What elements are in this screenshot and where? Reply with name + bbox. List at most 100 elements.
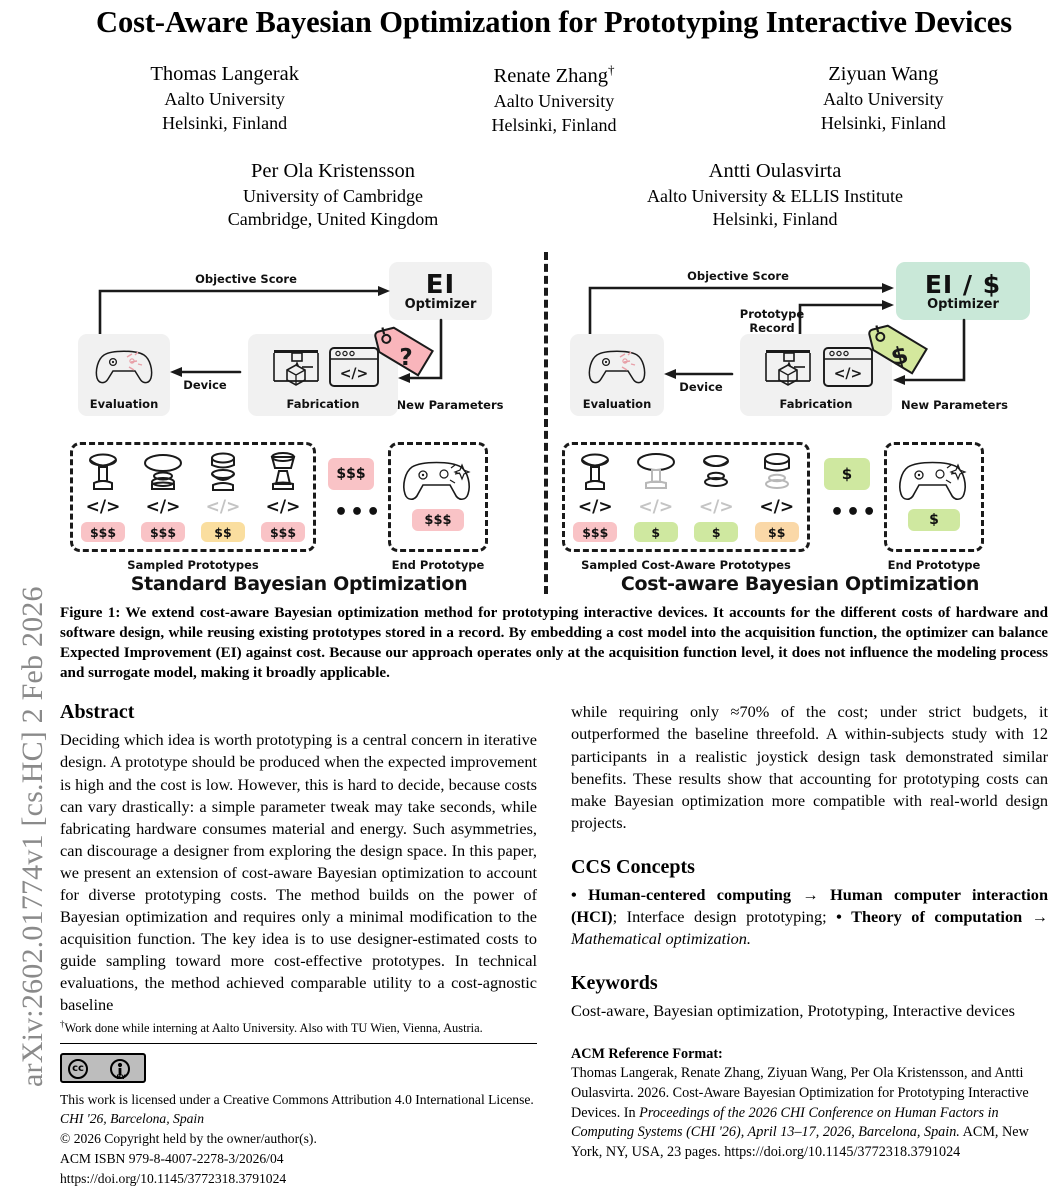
- fabrication-box-left: </> Fabrication: [248, 334, 398, 417]
- ellipsis-right: •••: [830, 500, 879, 526]
- footnote-area: †Work done while interning at Aalto Univ…: [60, 1019, 537, 1188]
- prototype-item: </> $: [686, 445, 747, 549]
- joystick-icon: [211, 452, 235, 492]
- left-column: Abstract Deciding which idea is worth pr…: [60, 701, 537, 1186]
- prototype-code-glyph: </>: [698, 497, 734, 518]
- optimizer-box-right: EI / $ Optimizer: [896, 262, 1030, 321]
- evaluation-box-right: Evaluation: [570, 334, 664, 417]
- author-name: Per Ola Kristensson: [251, 159, 415, 182]
- prototype-code-glyph: </>: [759, 497, 795, 518]
- author-location: Helsinki, Finland: [712, 209, 838, 230]
- author-block: Per Ola Kristensson University of Cambri…: [112, 158, 554, 233]
- sampled-prototypes-label-right: Sampled Cost-Aware Prototypes: [581, 558, 791, 573]
- author-dagger: †: [607, 62, 615, 78]
- acm-reference-heading: ACM Reference Format:: [571, 1046, 723, 1063]
- prototype-item: </> $$: [747, 445, 808, 549]
- prototype-code-glyph: </>: [577, 497, 613, 518]
- footnote-rule: [60, 1042, 537, 1044]
- fabrication-label-right: Fabrication: [779, 397, 853, 412]
- left-panel-title: Standard Bayesian Optimization: [130, 573, 468, 596]
- ccs-arrow-2: →: [1031, 907, 1048, 926]
- prototype-record-label-right: Prototype Record: [739, 307, 805, 335]
- svg-text:?: ?: [399, 345, 412, 371]
- joystick-icon: [89, 453, 117, 491]
- arxiv-stamp: arXiv:2602.01774v1 [cs.HC] 2 Feb 2026: [0, 0, 56, 1200]
- price-tag-question-icon: ?: [374, 326, 434, 377]
- author-block: Thomas Langerak Aalto University Helsink…: [60, 61, 389, 137]
- ccs-plain-1: ; Interface design prototyping;: [612, 907, 837, 926]
- columns-container: Abstract Deciding which idea is worth pr…: [60, 701, 1048, 1186]
- prototype-item: </> $$$: [253, 445, 313, 549]
- author-affiliation: Aalto University & ELLIS Institute: [647, 185, 903, 206]
- end-prototype-label-right: End Prototype: [887, 558, 981, 573]
- prototype-item: </> $$$: [565, 445, 626, 549]
- joystick-icon: [763, 453, 790, 490]
- license-doi[interactable]: https://doi.org/10.1145/3772318.3791024: [60, 1171, 287, 1186]
- ccs-concept-1: Human computer interaction (HCI): [571, 884, 1048, 926]
- footnote: †Work done while interning at Aalto Univ…: [60, 1019, 537, 1036]
- new-parameters-label-right: New Parameters: [901, 398, 1008, 413]
- license-block: This work is licensed under a Creative C…: [60, 1090, 537, 1189]
- ellipsis-left: •••: [334, 500, 383, 526]
- new-parameters-label-left: New Parameters: [396, 398, 504, 413]
- ccs-bullet-1: • Human-centered computing: [571, 884, 791, 904]
- device-label-left: Device: [183, 378, 227, 393]
- cost-tag: $: [694, 522, 739, 543]
- acm-ref-part-2: ACM, New York, NY, USA, 23 pages. https:…: [571, 1124, 1029, 1160]
- cost-tag: $$$: [261, 522, 305, 543]
- end-prototype-group-left: $$$: [388, 442, 488, 553]
- 3d-printer-icon: [765, 350, 811, 387]
- ccs-concept-2: Mathematical optimization.: [571, 929, 751, 949]
- evaluation-label-left: Evaluation: [89, 397, 159, 412]
- license-isbn: ACM ISBN 979-8-4007-2278-3/2026/04: [60, 1151, 284, 1167]
- author-block: Ziyuan Wang Aalto University Helsinki, F…: [719, 61, 1048, 137]
- license-line-1: This work is licensed under a Creative C…: [60, 1091, 534, 1107]
- gamepad-icon: [95, 350, 153, 384]
- prototype-code-glyph: </>: [85, 497, 121, 518]
- document-body: Cost-Aware Bayesian Optimization for Pro…: [60, 0, 1048, 1200]
- cost-tag: $$$: [81, 522, 125, 543]
- author-name: Ziyuan Wang: [828, 63, 939, 86]
- code-window-icon: </>: [823, 347, 873, 388]
- svg-text:</>: </>: [834, 366, 863, 382]
- optimizer-sublabel: Optimizer: [927, 297, 999, 313]
- prototype-code-glyph: </>: [638, 497, 674, 518]
- objective-score-label-left: Objective Score: [195, 272, 297, 287]
- figure-divider: [544, 252, 548, 595]
- acm-reference-block: ACM Reference Format: Thomas Langerak, R…: [571, 1046, 1048, 1162]
- ccs-arrow-1: →: [802, 884, 819, 904]
- prototype-code-glyph: </>: [145, 497, 181, 518]
- svg-text:</>: </>: [340, 366, 369, 382]
- author-affiliation: Aalto University: [823, 89, 944, 110]
- prototype-code-glyph: </>: [265, 497, 301, 518]
- joystick-icon: [270, 452, 296, 491]
- cc-circle-icon: cc: [68, 1058, 88, 1079]
- author-affiliation: University of Cambridge: [243, 185, 423, 206]
- cost-tag: $: [633, 522, 678, 543]
- joystick-icon: [636, 453, 675, 490]
- author-location: Helsinki, Finland: [491, 114, 617, 135]
- ccs-heading: CCS Concepts: [571, 855, 695, 878]
- page-title: Cost-Aware Bayesian Optimization for Pro…: [96, 5, 1012, 39]
- acm-ref-part-1: Thomas Langerak, Renate Zhang, Ziyuan Wa…: [571, 1065, 1029, 1121]
- end-cost-tag-right: $: [908, 509, 960, 532]
- gamepad-icon: [899, 461, 967, 501]
- device-label-right: Device: [679, 380, 723, 395]
- acm-ref-proceedings: Proceedings of the 2026 CHI Conference o…: [571, 1104, 999, 1141]
- acm-reference-text: Thomas Langerak, Renate Zhang, Ziyuan Wa…: [571, 1064, 1048, 1162]
- abstract-text-left: Deciding which idea is worth prototyping…: [60, 730, 537, 1015]
- author-block: Renate Zhang† Aalto University Helsinki,…: [389, 61, 718, 137]
- end-cost-tag-left: $$$: [412, 509, 464, 532]
- price-tag-dollar-icon: $: [868, 324, 928, 375]
- prototype-item: </> $: [626, 445, 687, 549]
- arxiv-stamp-text: arXiv:2602.01774v1 [cs.HC] 2 Feb 2026: [16, 586, 49, 1087]
- abstract-heading: Abstract: [60, 701, 135, 724]
- optimizer-acronym: EI / $: [924, 270, 1002, 300]
- authors-row-2: Per Ola Kristensson University of Cambri…: [60, 158, 1048, 233]
- prototype-item: </> $$: [193, 445, 253, 549]
- author-location: Helsinki, Finland: [162, 113, 288, 133]
- prototype-item: </> $$$: [73, 445, 133, 549]
- author-name: Thomas Langerak: [150, 63, 299, 86]
- gamepad-icon: [588, 350, 646, 384]
- person-glyph-icon: [117, 1062, 123, 1075]
